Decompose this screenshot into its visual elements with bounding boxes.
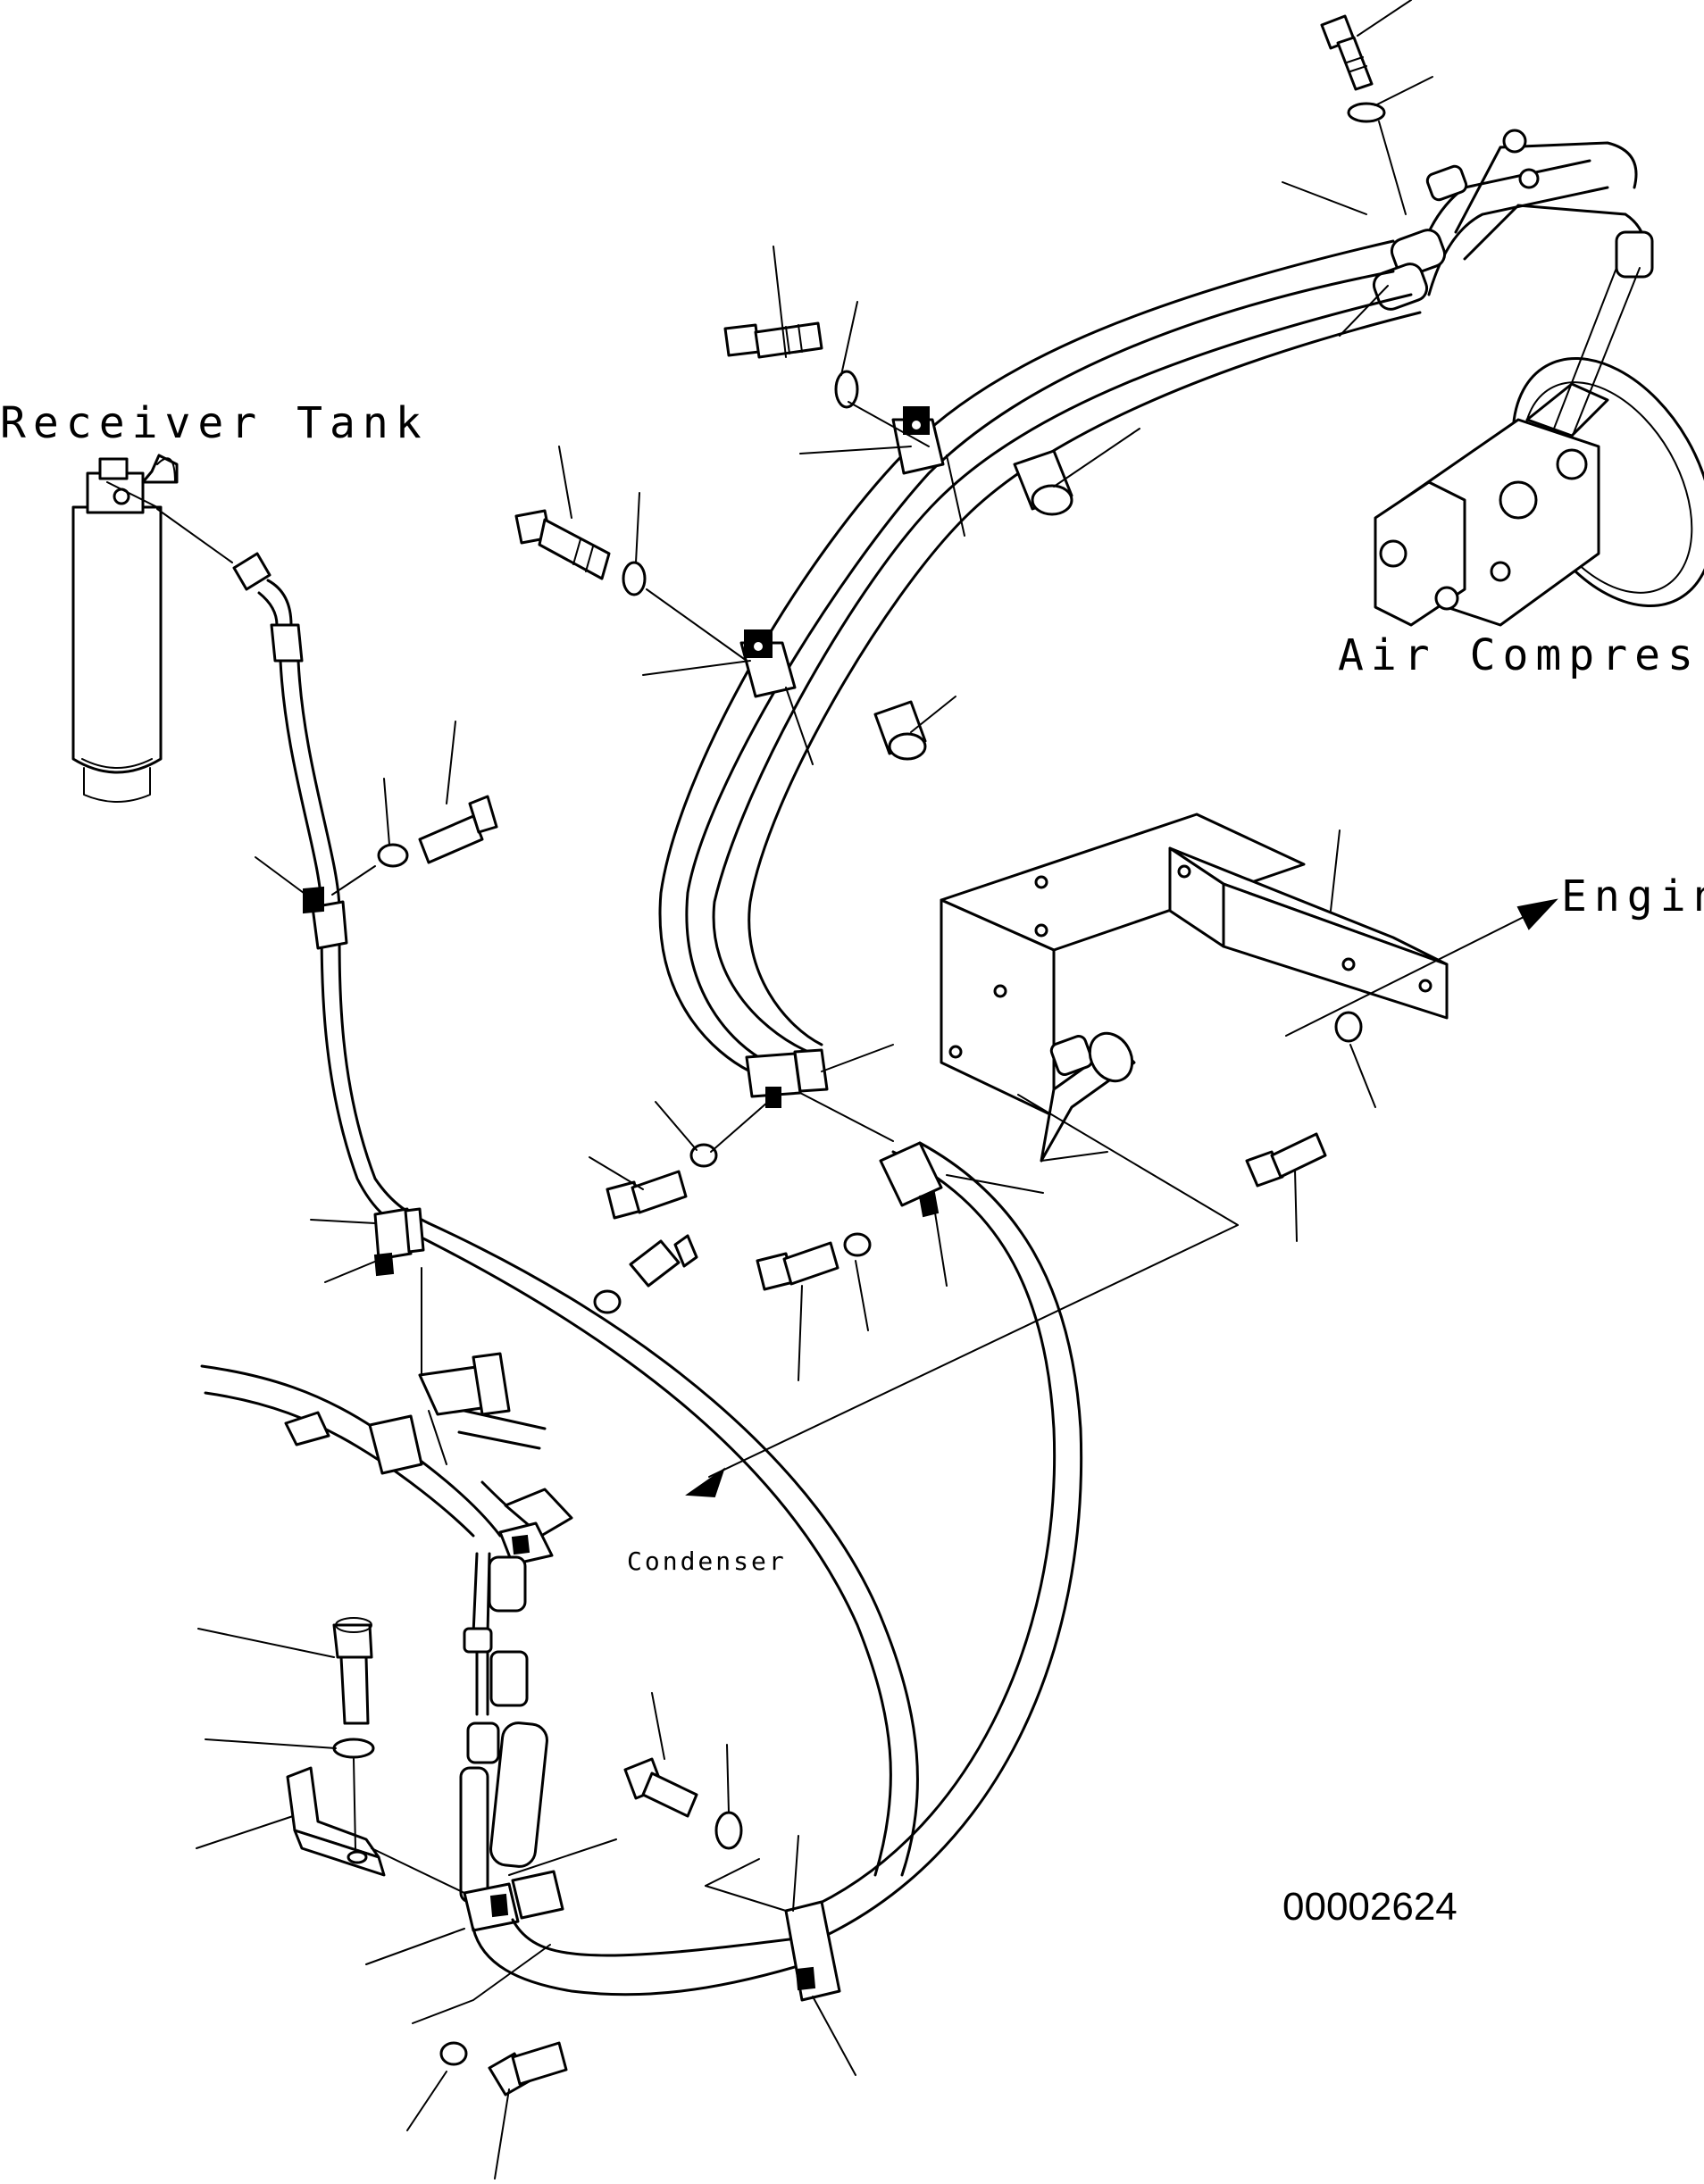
compressor-fittings: [1372, 129, 1654, 438]
bottom-washer: [439, 2041, 468, 2066]
bottom-bolt: [488, 2041, 568, 2096]
bottom-left-bolt: [332, 1617, 373, 1725]
lower-left-pipes: [200, 1364, 806, 1996]
middle-washer: [622, 561, 647, 596]
lower-bolt: [623, 1757, 698, 1818]
mid-hose-clamps: [745, 1044, 894, 1142]
lower-mid-bolt: [756, 1241, 839, 1291]
engine-label: Engine: [1561, 871, 1704, 921]
middle-clamp: [739, 629, 797, 698]
air-compressor: [1374, 357, 1704, 627]
bracket-washer: [1334, 1011, 1363, 1043]
lower-hose-large: [802, 1141, 1083, 1939]
upper-washer: [834, 370, 859, 409]
engine-arrow-line: [1285, 910, 1537, 1037]
condenser-hose: [373, 1207, 919, 1877]
mid-fitting: [1040, 1031, 1136, 1163]
bracket-bolt: [1245, 1132, 1327, 1188]
engine-arrow-icon: [1516, 898, 1558, 930]
top-washer: [1347, 102, 1386, 123]
condenser-hose-washer: [593, 1289, 622, 1314]
lower-washer: [714, 1811, 743, 1850]
receiver-clamp-washer: [377, 843, 409, 868]
middle-spacer: [873, 700, 927, 761]
air-compressor-label: Air Compressor: [1338, 630, 1704, 680]
receiver-tank: [71, 454, 179, 803]
receiver-line: [232, 552, 430, 1234]
condenser-arrow-icon: [685, 1467, 725, 1498]
bottom-left-bracket: [286, 1766, 386, 1877]
bottom-clamp: [784, 1900, 841, 2002]
condenser-hose-bolt: [629, 1234, 698, 1288]
condenser-label: Condenser: [627, 1546, 787, 1576]
lower-mid-washer: [843, 1232, 872, 1257]
engine-bracket: [940, 813, 1449, 1118]
mid-clamp-bolt: [606, 1170, 688, 1220]
main-hose-pair: [658, 239, 1422, 1073]
middle-bolt: [514, 509, 611, 580]
upper-spacer: [1013, 449, 1073, 516]
upper-bolt: [723, 321, 823, 359]
bottom-left-washer: [332, 1738, 375, 1759]
receiver-clamp-bolt: [418, 795, 498, 864]
condenser-arrow-line: [708, 1094, 1239, 1478]
document-number: 00002624: [1282, 1885, 1458, 1929]
top-bolt: [1320, 14, 1374, 91]
small-clamp-bracket: [418, 1267, 547, 1465]
receiver-tank-label: Receiver Tank: [0, 398, 429, 448]
